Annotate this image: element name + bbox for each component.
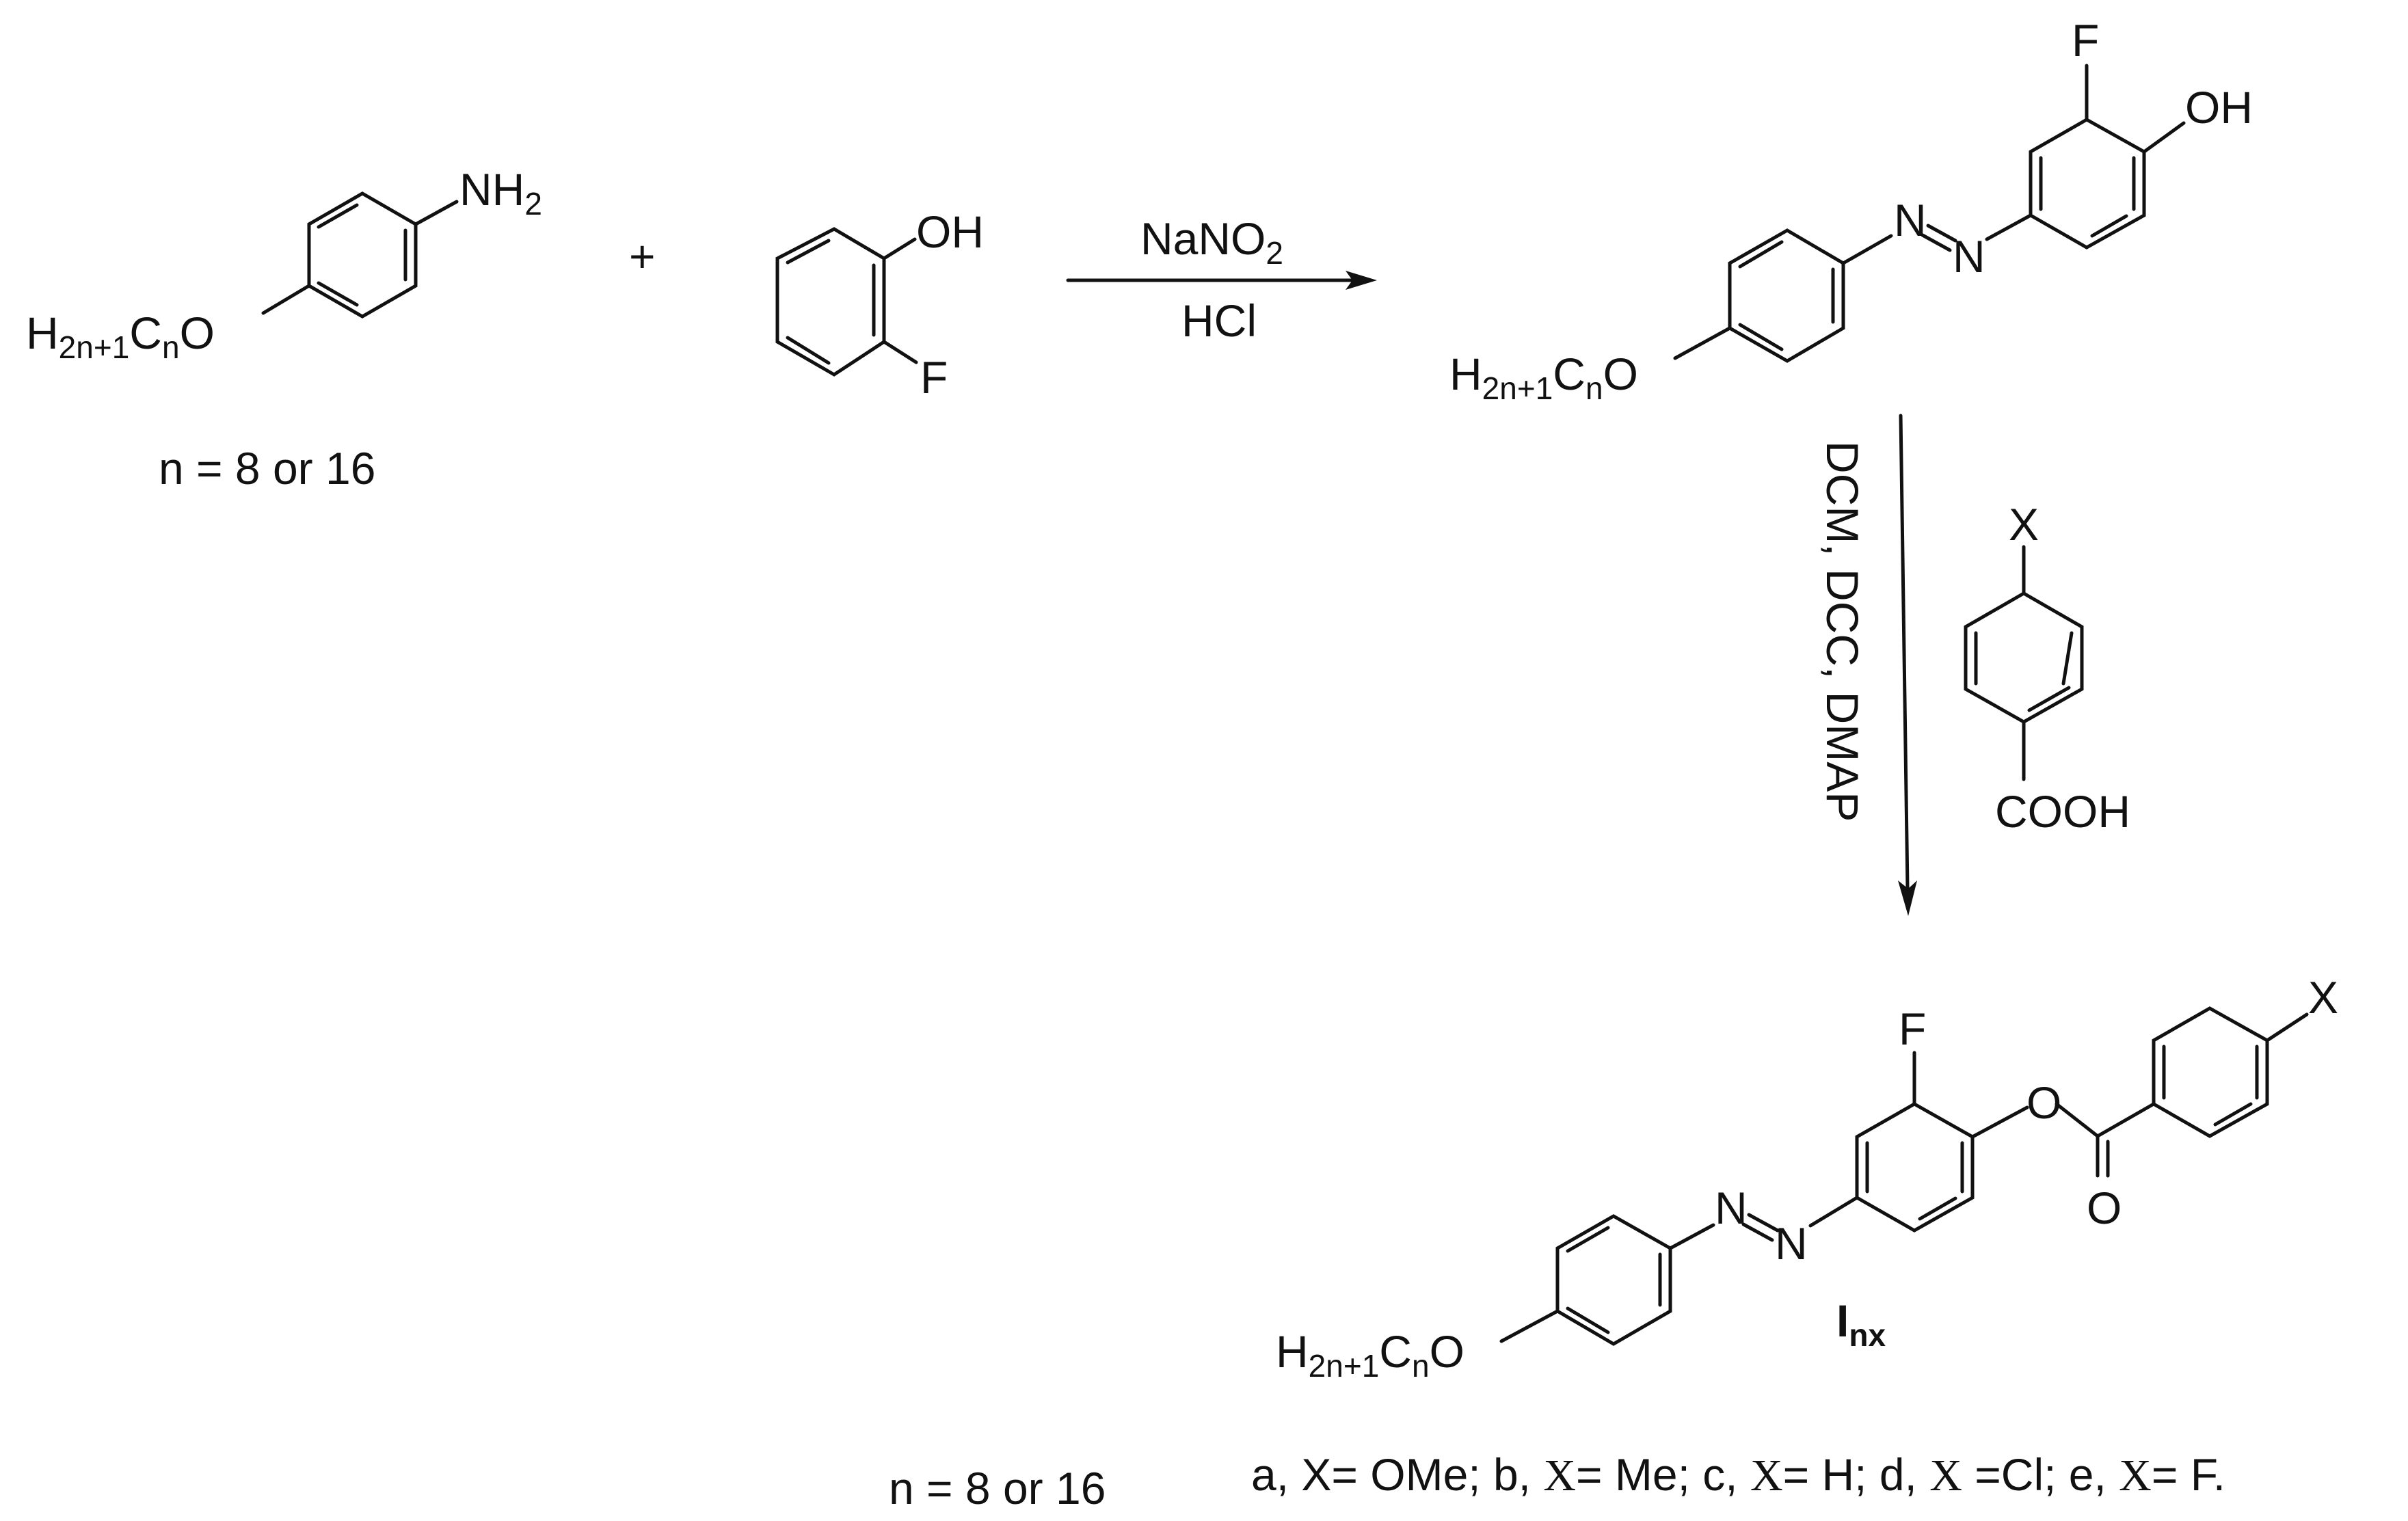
product-azo-double-2 [1741, 1222, 1774, 1242]
intermediate-structure [1673, 64, 2186, 363]
fluorophenol-ring [775, 227, 886, 377]
intermediate-azo-bond-1 [1841, 234, 1893, 265]
product-azo-double [1747, 1213, 1780, 1233]
intermediate-n1-label: N [1894, 195, 1927, 245]
product-n-note: n = 8 or 16 [889, 1463, 1106, 1513]
product-right-inner-3 [2213, 1102, 2253, 1127]
fluorophenol-structure [775, 227, 918, 377]
product-x-bond [2265, 1012, 2309, 1042]
fluorophenol-inner-bond-3 [786, 239, 831, 265]
step2-arrow [1898, 414, 1917, 916]
aniline-structure [261, 191, 459, 319]
intermediate-azo-bond-2 [1985, 213, 2033, 241]
product-code-label: Inx [1836, 1295, 1886, 1353]
product-azo-bond-1 [1668, 1223, 1715, 1250]
product-n2-label: N [1775, 1218, 1808, 1269]
benzoic-acid-structure [1964, 545, 2084, 781]
product-ring-middle [1855, 1102, 1975, 1233]
intermediate-f-label: F [2072, 15, 2099, 66]
product-acyl-bond [2096, 1102, 2156, 1138]
product-ester-o-label: O [2026, 1077, 2061, 1128]
product-structure [1499, 1006, 2309, 1346]
intermediate-left-inner-3 [1738, 240, 1784, 269]
product-middle-inner-3 [1918, 1196, 1957, 1221]
aniline-nh2-bond [414, 200, 459, 226]
acid-inner-1 [2061, 631, 2074, 686]
intermediate-azo-double [1926, 224, 1957, 243]
fluorophenol-oh-label: OH [916, 206, 984, 257]
fluorophenol-f-label: F [920, 352, 948, 403]
step1-reagent-bottom: HCl [1181, 295, 1257, 346]
intermediate-right-inner-3 [2090, 214, 2128, 238]
product-n1-label: N [1715, 1183, 1748, 1233]
step1-arrowhead [1346, 271, 1377, 290]
intermediate-o-bond [1673, 326, 1732, 360]
fluorophenol-oh-bond [882, 237, 917, 260]
product-ester-c-bond [2055, 1102, 2100, 1138]
product-ring-right [2152, 1006, 2269, 1138]
aniline-inner-bond-3 [317, 203, 359, 229]
step2-arrow-shaft [1899, 414, 1910, 891]
product-left-inner-3 [1566, 1226, 1610, 1253]
acid-x-label: X [2009, 499, 2039, 550]
intermediate-oh-label: OH [2185, 82, 2253, 133]
product-alkoxy-label: H2n+1CnO [1276, 1326, 1464, 1384]
intermediate-ring-right [2029, 118, 2146, 250]
acid-ring [1964, 591, 2084, 724]
aniline-alkoxy-label: H2n+1CnO [26, 308, 215, 365]
product-left-inner-2 [1566, 1306, 1610, 1334]
aniline-inner-bond-2 [317, 281, 359, 307]
step2-reagents: DCM, DCC, DMAP [1817, 441, 1868, 822]
product-f-label: F [1899, 1004, 1926, 1054]
fluorophenol-inner-bond-2 [786, 336, 831, 365]
step1-reagent-top: NaNO2 [1140, 213, 1283, 271]
acid-cooh-label: COOH [1995, 786, 2130, 837]
product-ester-o-bond [1970, 1105, 2029, 1139]
product-variants: a, X= OMe; b, X= Me; c, X= H; d, X =Cl; … [1251, 1449, 2225, 1500]
aniline-nh2-label: NH2 [459, 164, 542, 221]
intermediate-alkoxy-label: H2n+1CnO [1449, 349, 1638, 406]
intermediate-left-inner-2 [1738, 323, 1784, 351]
product-x-label: X [2308, 972, 2338, 1023]
plus-sign: + [629, 231, 656, 282]
step1-arrow [1066, 271, 1377, 290]
step2-arrowhead [1898, 880, 1917, 916]
aniline-o-bond [261, 284, 311, 315]
intermediate-ring-left [1728, 228, 1845, 363]
intermediate-oh-bond [2142, 121, 2186, 154]
product-ring-left [1555, 1214, 1672, 1346]
intermediate-azo-double-2 [1921, 233, 1952, 252]
fluorophenol-f-bond [882, 340, 918, 364]
acid-inner-2 [2027, 686, 2071, 712]
product-carbonyl-o-label: O [2087, 1183, 2122, 1233]
intermediate-n2-label: N [1953, 231, 1985, 282]
aniline-ring [307, 191, 418, 319]
product-azo-bond-2 [1808, 1196, 1859, 1228]
aniline-n-note: n = 8 or 16 [159, 443, 375, 494]
product-o-bond [1499, 1309, 1560, 1343]
